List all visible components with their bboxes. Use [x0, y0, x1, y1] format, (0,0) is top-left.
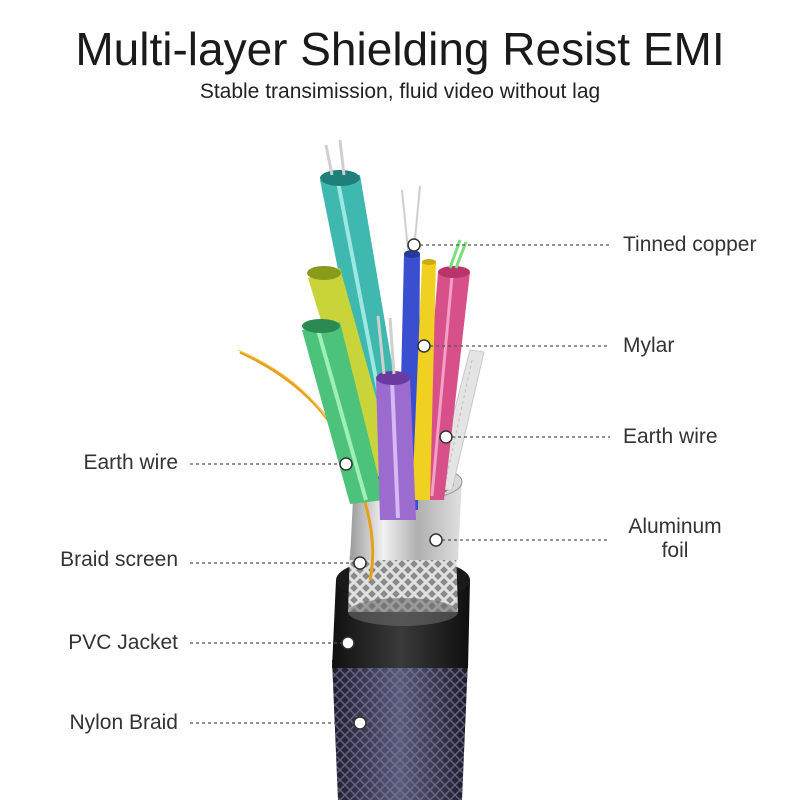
- label-mylar: Mylar: [623, 334, 675, 357]
- callout-tinned-copper: [407, 238, 421, 252]
- callout-earth-wire-right: [439, 430, 453, 444]
- label-tinned-copper: Tinned copper: [623, 233, 757, 256]
- label-earth-wire-right: Earth wire: [623, 425, 718, 448]
- purple-wire: [376, 315, 416, 520]
- nylon-braid-layer: [332, 660, 468, 800]
- yellow-wire: [412, 259, 436, 500]
- callout-braid-screen: [353, 556, 367, 570]
- callout-earth-wire-left: [339, 457, 353, 471]
- label-aluminum-foil-line2: foil: [661, 539, 689, 562]
- label-aluminum-foil: Aluminum foil: [610, 515, 740, 563]
- label-earth-wire-left: Earth wire: [83, 451, 178, 474]
- label-aluminum-foil-line1: Aluminum: [628, 515, 722, 538]
- braid-screen-layer: [348, 548, 458, 626]
- label-pvc-jacket: PVC Jacket: [68, 631, 178, 654]
- callout-nylon-braid: [353, 716, 367, 730]
- label-braid-screen: Braid screen: [60, 548, 178, 571]
- page-subtitle: Stable transimission, fluid video withou…: [199, 80, 601, 103]
- callout-pvc-jacket: [341, 636, 355, 650]
- callout-aluminum-foil: [429, 533, 443, 547]
- label-nylon-braid: Nylon Braid: [69, 711, 178, 734]
- callout-mylar: [417, 339, 431, 353]
- page-title: Multi-layer Shielding Resist EMI: [75, 23, 725, 75]
- green-wire: [302, 319, 384, 504]
